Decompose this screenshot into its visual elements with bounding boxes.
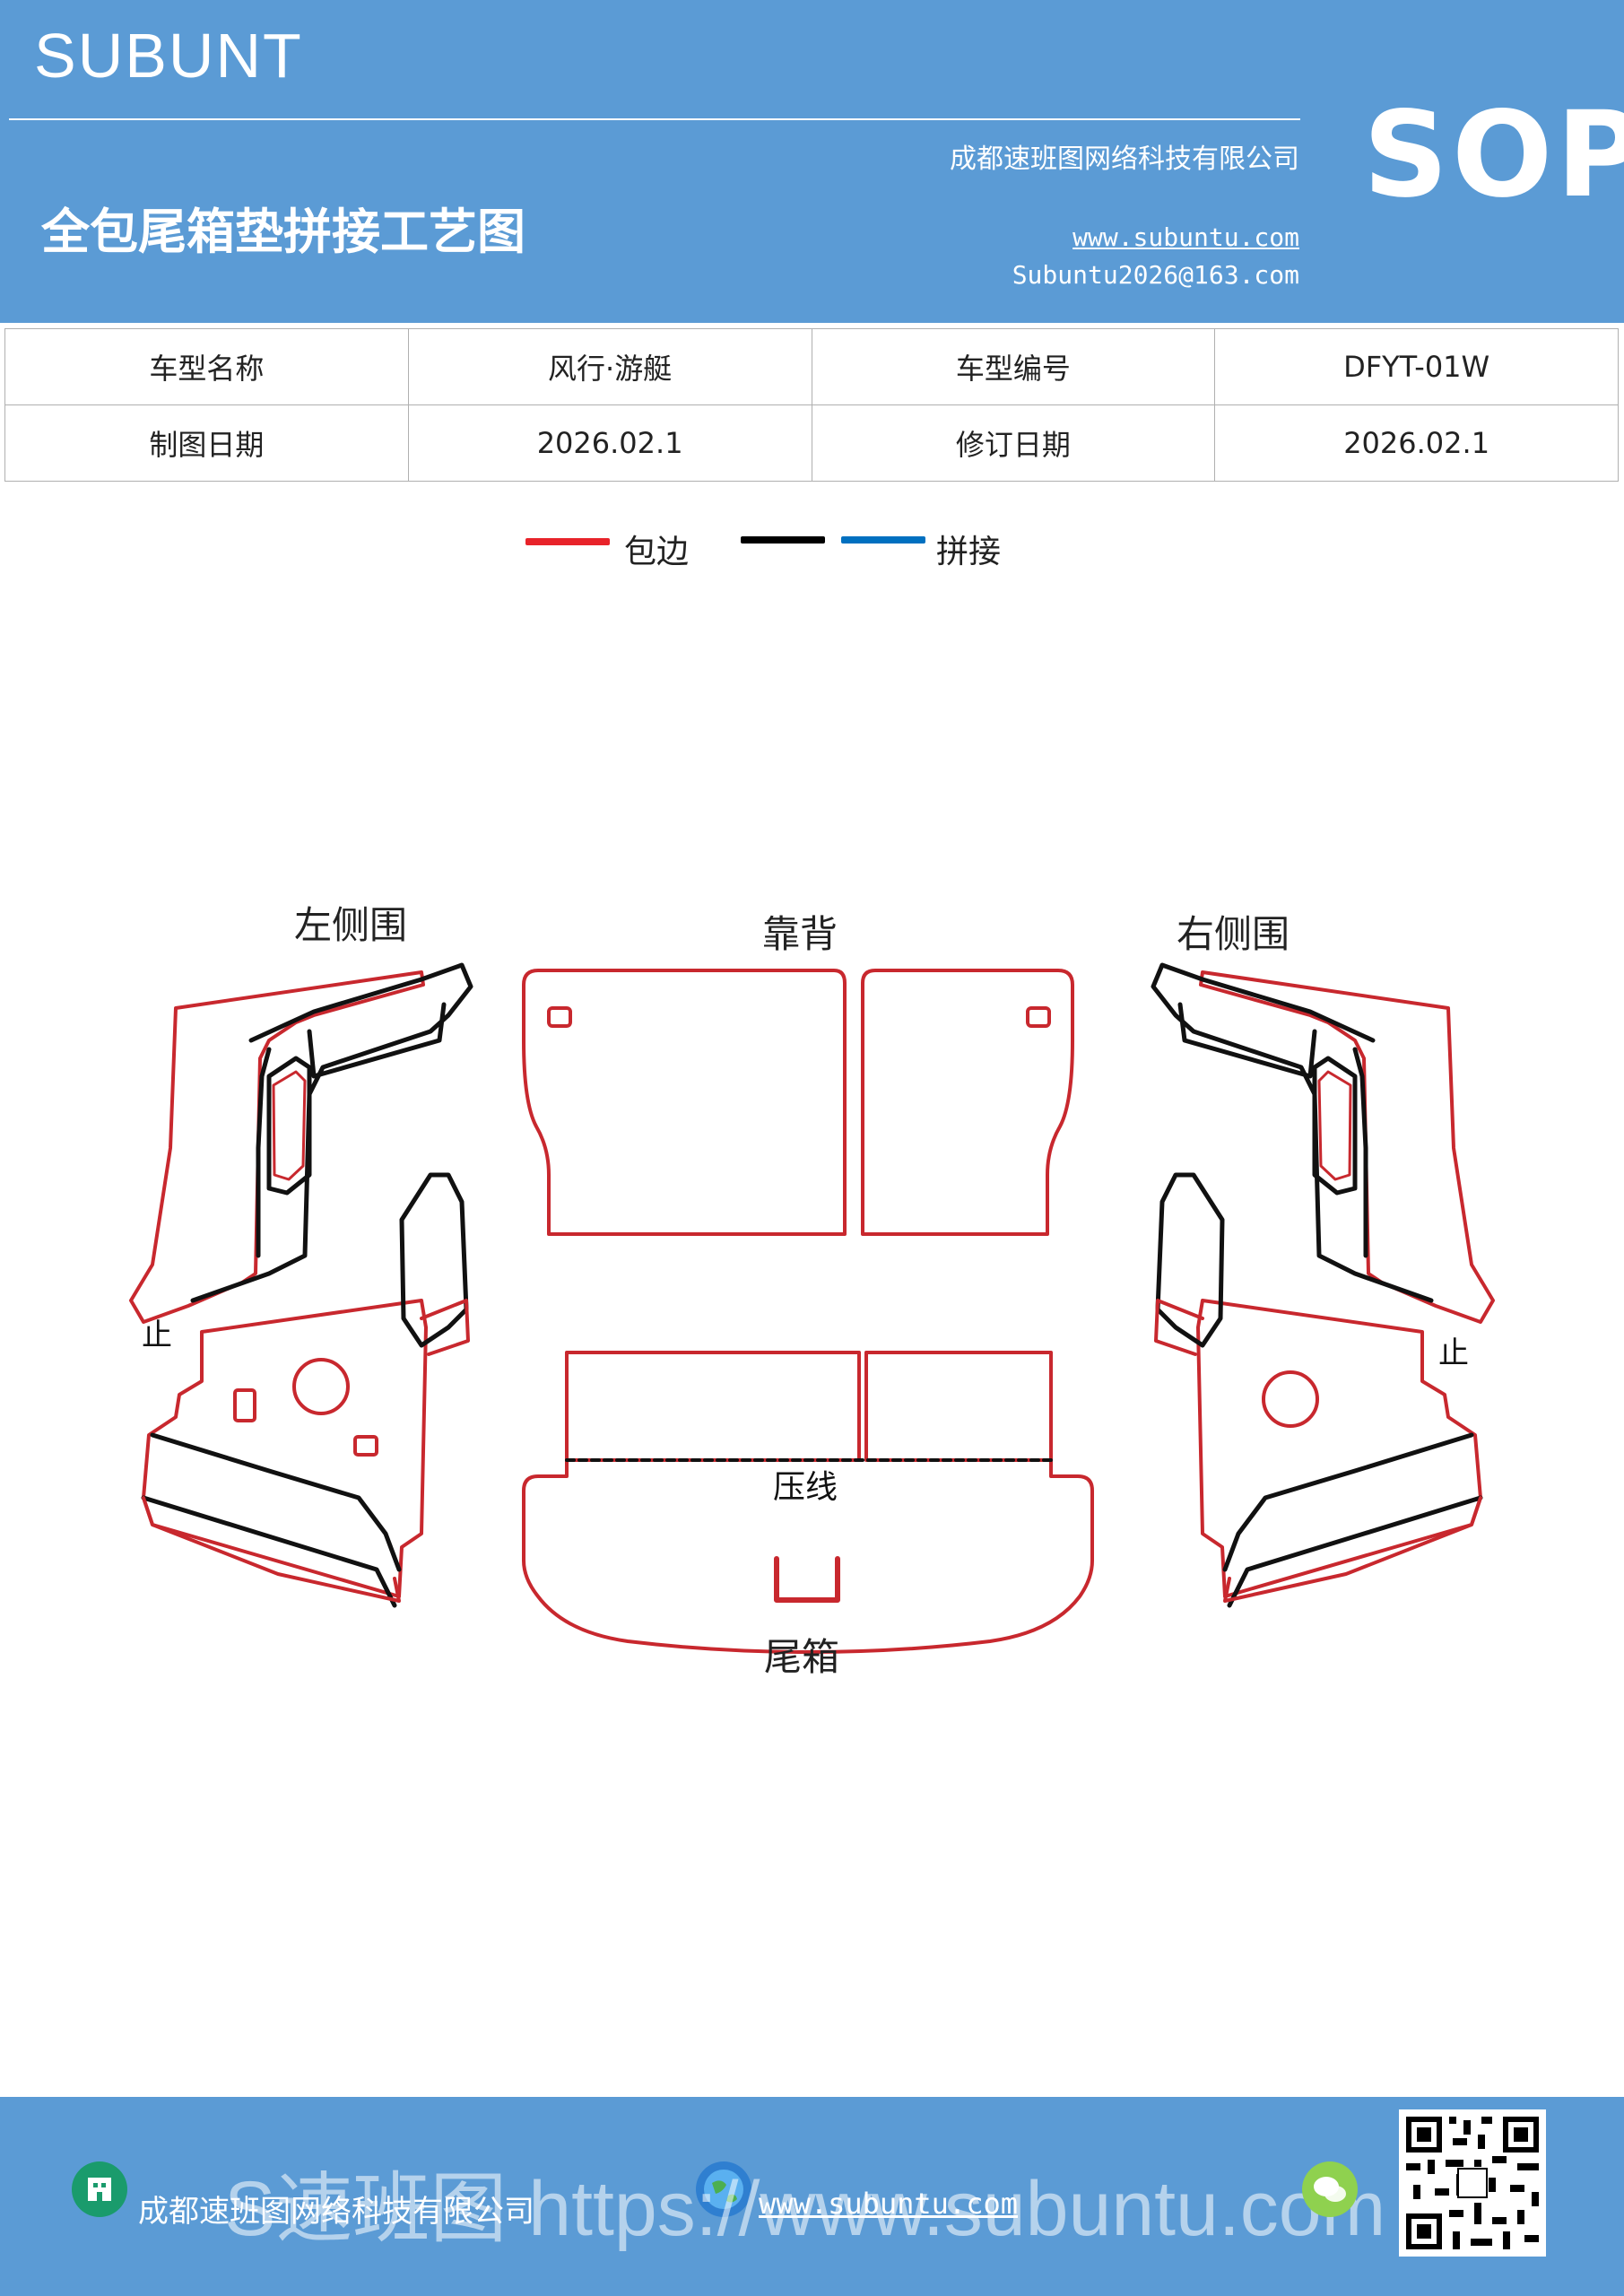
wechat-icon — [1302, 2161, 1358, 2217]
footer-watermark: S速班图 https://www.subuntu.com — [224, 2166, 1386, 2252]
footer-website-link[interactable]: www.subuntu.com — [759, 2187, 1018, 2221]
right-lower-edge — [1223, 1496, 1482, 1603]
backrest-label: 靠背 — [762, 912, 838, 956]
left-stop-mark: 止 — [142, 1318, 172, 1353]
left-wheel-arch-edge — [420, 1299, 470, 1356]
header-divider — [9, 118, 1300, 120]
table-cell: 2026.02.1 — [1214, 404, 1619, 482]
backrest-right-hole — [1026, 1006, 1051, 1028]
trunk-upper-left-outline — [565, 1351, 861, 1462]
table-cell: DFYT-01W — [1214, 328, 1619, 405]
left-panel-outline — [129, 970, 425, 1324]
left-hole-rect-1 — [233, 1388, 256, 1422]
right-window-inner — [1317, 1070, 1352, 1181]
left-side-panel: 止 — [129, 962, 473, 1608]
header-banner: SUBUNT SOP 全包尾箱垫拼接工艺图 成都速班图网络科技有限公司 www.… — [0, 0, 1624, 323]
globe-icon — [696, 2161, 751, 2217]
left-panel-label: 左侧围 — [294, 903, 407, 947]
backrest-panel — [522, 969, 1074, 1236]
sop-badge: SOP — [1363, 86, 1624, 224]
table-cell: 风行·游艇 — [407, 328, 812, 405]
trunk-handle-notch — [774, 1556, 840, 1603]
left-hole-rect-2 — [353, 1435, 378, 1457]
table-row: 制图日期 2026.02.1 修订日期 2026.02.1 — [4, 404, 1619, 482]
left-upper-seam — [190, 962, 473, 1303]
table-row: 车型名称 风行·游艇 车型编号 DFYT-01W — [4, 328, 1619, 405]
legend-blue-line — [841, 536, 925, 544]
crease-label: 压线 — [773, 1469, 838, 1506]
left-lower-seam-1 — [150, 1432, 402, 1572]
legend-label-seam: 拼接 — [936, 534, 1002, 570]
qr-code-icon — [1399, 2109, 1546, 2257]
trunk-mat-diagram: 止 压线 — [0, 879, 1624, 1704]
table-cell: 2026.02.1 — [407, 404, 812, 482]
left-panel-lower-outline — [142, 1299, 428, 1598]
trunk-lower-outline — [522, 1458, 1094, 1654]
right-wheel-arch-seam — [1155, 1172, 1225, 1348]
company-name: 成都速班图网络科技有限公司 — [950, 144, 1299, 175]
document-title: 全包尾箱垫拼接工艺图 — [41, 204, 525, 260]
legend-black-line — [741, 536, 825, 544]
right-upper-seam — [1151, 962, 1434, 1303]
footer-company-name: 成都速班图网络科技有限公司 — [138, 2194, 534, 2230]
backrest-left-outline — [522, 969, 847, 1236]
trunk-label: 尾箱 — [764, 1635, 839, 1679]
backrest-right-outline — [861, 969, 1074, 1236]
right-pillar-seam — [1352, 1047, 1368, 1258]
table-cell: 车型名称 — [4, 328, 409, 405]
left-pillar-seam — [256, 1047, 272, 1258]
right-lower-seam-2 — [1227, 1495, 1483, 1608]
right-lower-seam-1 — [1222, 1432, 1474, 1572]
legend-label-edge: 包边 — [624, 534, 690, 570]
right-wheel-arch-edge — [1154, 1299, 1204, 1356]
left-window-inner — [272, 1070, 307, 1181]
left-wheel-arch-seam — [399, 1172, 469, 1348]
right-upper-band-seam — [1177, 1002, 1317, 1079]
left-hole-round — [292, 1358, 350, 1415]
diagram-svg: 止 压线 — [129, 903, 1495, 1679]
company-building-icon — [72, 2161, 127, 2217]
footer-banner: 成都速班图网络科技有限公司 www.subuntu.com S速班图 https… — [0, 2097, 1624, 2296]
legend-red-line — [525, 538, 610, 545]
right-window-outline — [1312, 1056, 1358, 1196]
left-window-outline — [266, 1056, 312, 1196]
left-upper-band-seam — [307, 1002, 447, 1079]
table-cell: 修订日期 — [811, 404, 1216, 482]
right-side-panel — [1151, 962, 1495, 1608]
table-cell: 制图日期 — [4, 404, 409, 482]
trunk-floor-panel: 压线 — [522, 1351, 1094, 1654]
right-panel-label: 右侧围 — [1177, 912, 1290, 956]
backrest-left-hole — [547, 1006, 572, 1028]
legend: 包边 拼接 — [0, 520, 1624, 574]
left-lower-edge — [142, 1496, 401, 1603]
website-link[interactable]: www.subuntu.com — [1073, 222, 1299, 252]
table-cell: 车型编号 — [811, 328, 1216, 405]
right-hole-round — [1262, 1370, 1319, 1428]
right-panel-outline — [1199, 970, 1495, 1324]
email-address: Subuntu2026@163.com — [1012, 260, 1299, 290]
right-stop-mark: 止 — [1438, 1335, 1469, 1371]
left-lower-seam-2 — [141, 1495, 397, 1608]
trunk-upper-right-outline — [864, 1351, 1053, 1462]
vehicle-info-table: 车型名称 风行·游艇 车型编号 DFYT-01W 制图日期 2026.02.1 … — [4, 328, 1619, 482]
brand-logo: SUBUNT — [34, 21, 303, 91]
